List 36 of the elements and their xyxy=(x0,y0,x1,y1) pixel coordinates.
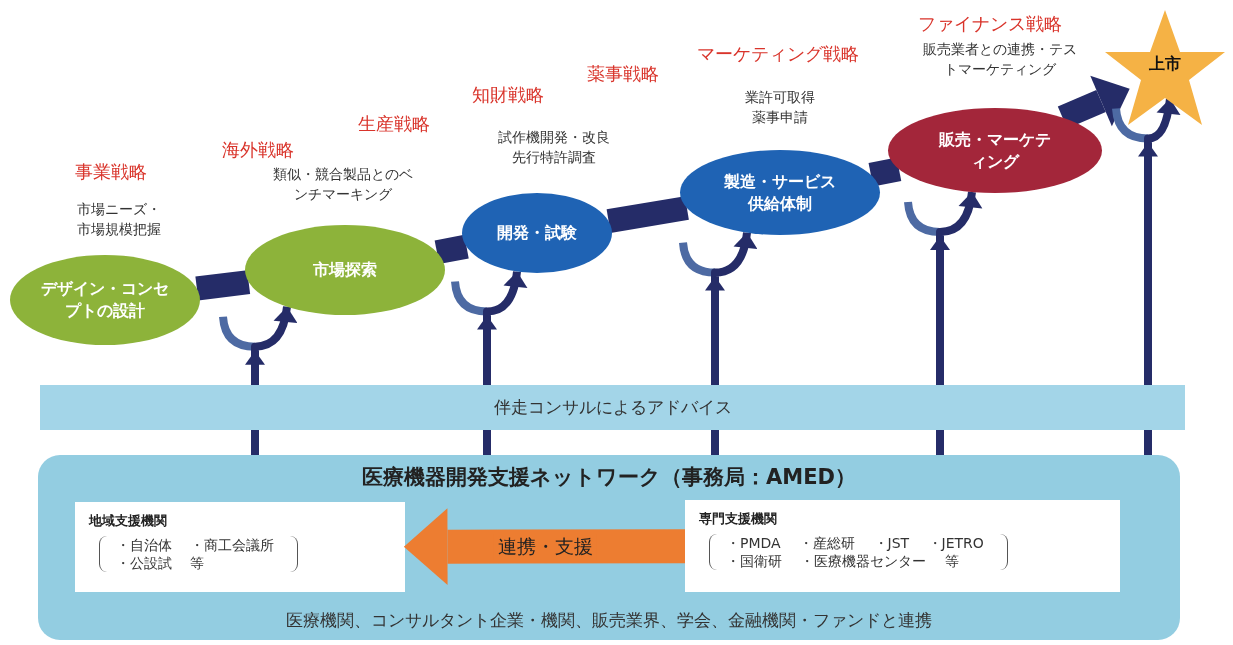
strategy-heading: 生産戦略 xyxy=(358,112,430,136)
panel-note: 医療機関、コンサルタント企業・機関、販売業界、学会、金融機関・ファンドと連携 xyxy=(285,609,933,632)
member-list: ・自治体 ・商工会議所・公設試 等 xyxy=(99,536,298,573)
description-text: 類似・競合製品とのベンチマーキング xyxy=(271,165,414,204)
arrow xyxy=(451,271,527,385)
strategy-heading: マーケティング戦略 xyxy=(697,42,859,66)
node-label: 販売・マーケティング xyxy=(938,128,1052,173)
org-card xyxy=(685,500,1120,592)
card-heading: 専門支援機関 xyxy=(699,510,778,528)
strategy-heading: 海外戦略 xyxy=(222,138,294,162)
node-label: デザイン・コンセプトの設計 xyxy=(40,278,170,322)
member-list: ・PMDA ・産総研 ・JST ・JETRO ・国衛研 ・医療機器センター 等 xyxy=(709,534,1008,571)
network-panel xyxy=(38,455,1180,640)
panel-title: 医療機器開発支援ネットワーク（事務局：AMED） xyxy=(361,464,857,491)
description-text: 試作機開発・改良先行特許調査 xyxy=(497,128,611,167)
bar-label: 伴走コンサルによるアドバイス xyxy=(493,396,732,419)
strategy-heading: ファイナンス戦略 xyxy=(918,12,1062,36)
description-text: 業許可取得薬事申請 xyxy=(744,88,816,127)
node-label: 製造・サービス供給体制 xyxy=(723,170,837,215)
advice-bar xyxy=(40,385,1185,430)
star-node xyxy=(1105,10,1225,125)
description-text: 市場ニーズ・市場規模把握 xyxy=(76,200,162,239)
strategy-heading: 薬事戦略 xyxy=(587,62,659,86)
arrow xyxy=(403,508,685,586)
arrow xyxy=(1112,98,1181,385)
org-card xyxy=(75,502,405,592)
arrow xyxy=(904,191,982,385)
node-label: 上市 xyxy=(1149,54,1181,75)
arrow xyxy=(219,306,297,385)
strategy-heading: 知財戦略 xyxy=(472,83,544,107)
strategy-heading: 事業戦略 xyxy=(75,160,147,184)
arrow xyxy=(679,232,757,385)
node-label: 市場探索 xyxy=(313,259,377,281)
node-label: 開発・試験 xyxy=(497,222,577,244)
card-heading: 地域支援機関 xyxy=(89,512,168,530)
description-text: 販売業者との連携・テストマーケティング xyxy=(922,40,1078,79)
